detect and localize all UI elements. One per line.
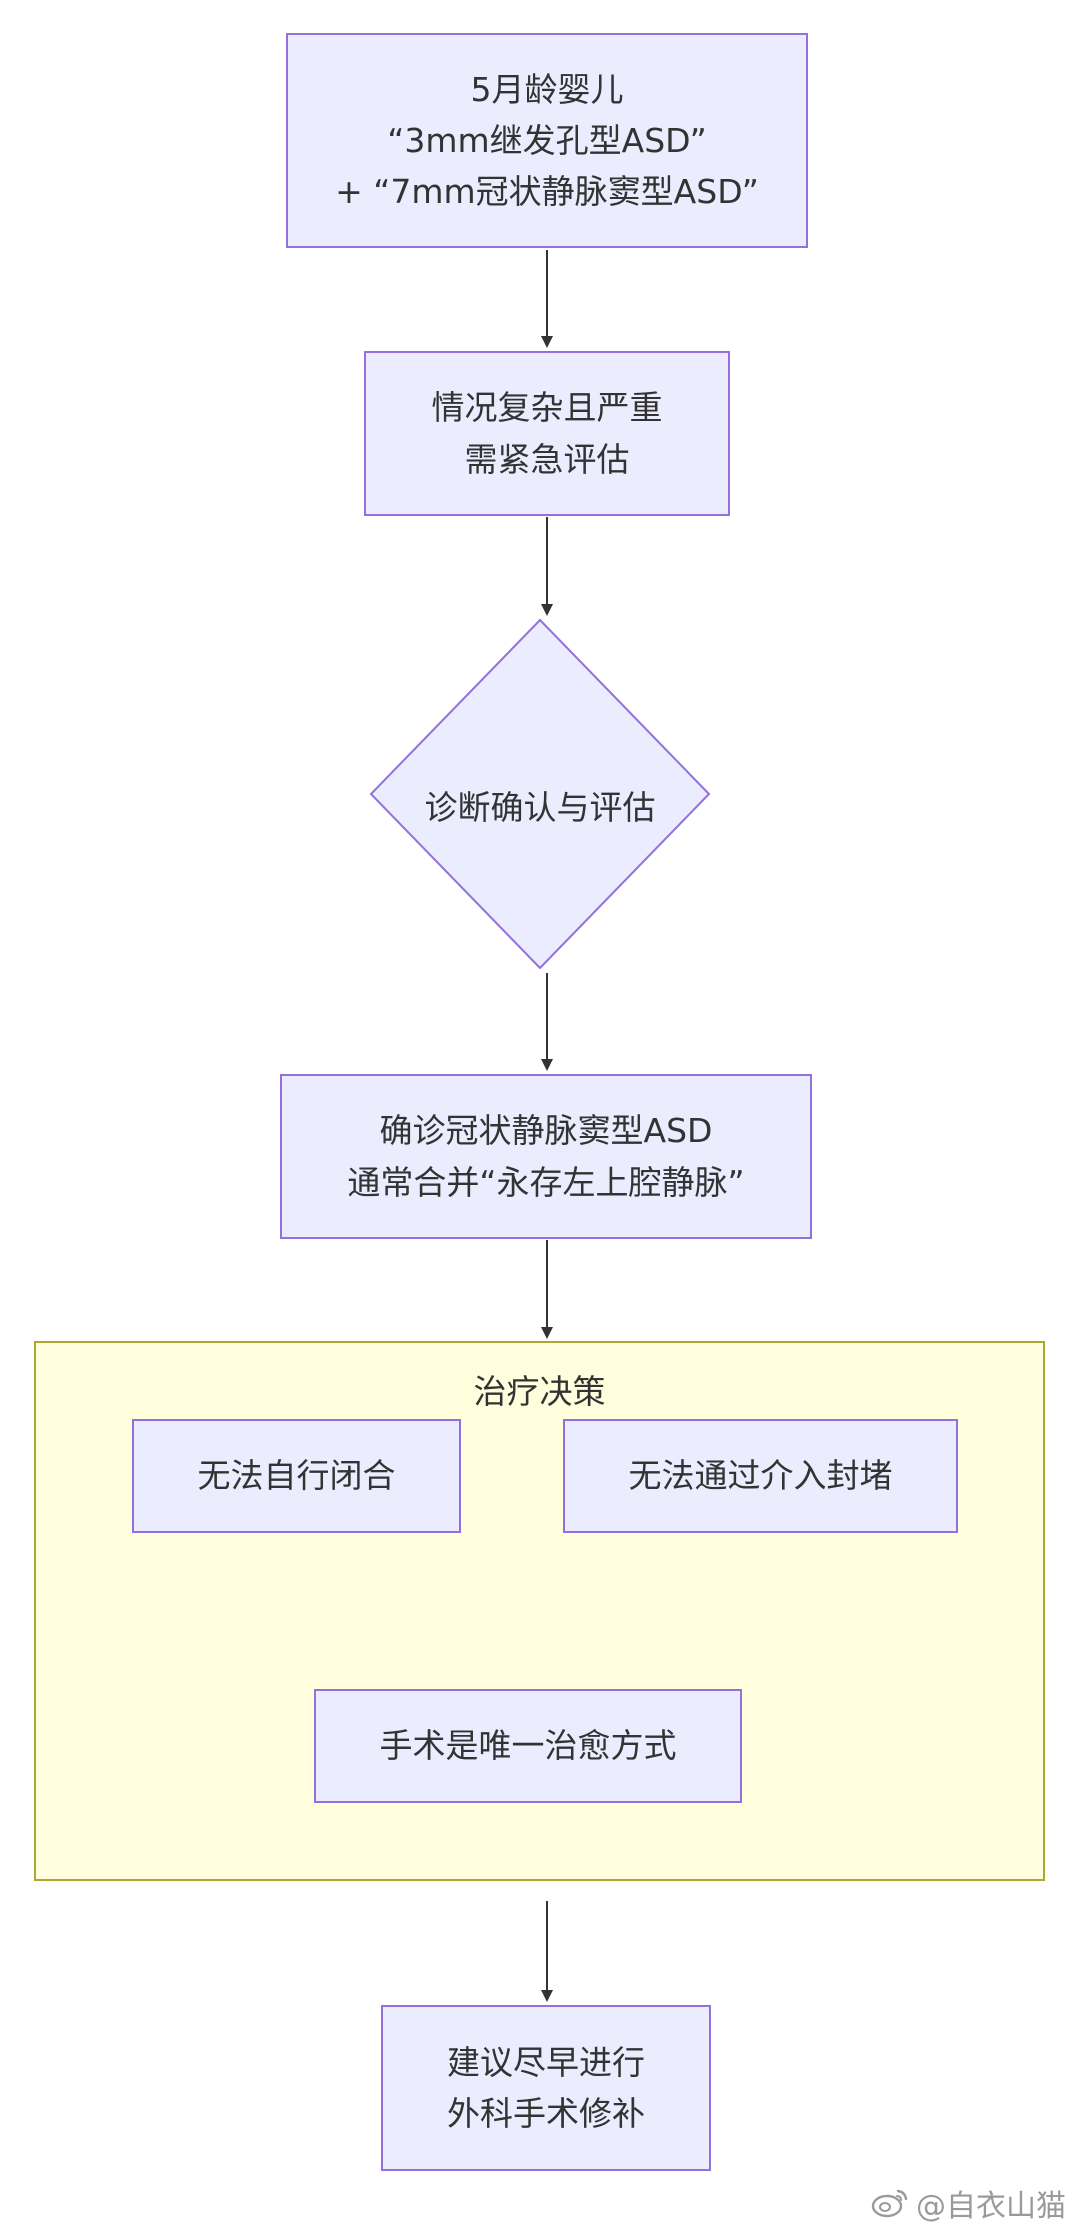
node-diagnose-diamond: [370, 619, 710, 969]
node-cannot-close-label: 无法自行闭合: [197, 1456, 396, 1496]
node-cannot-intervene: 无法通过介入封堵: [563, 1419, 958, 1533]
node-diagnose-label: 诊断确认与评估: [424, 788, 656, 827]
weibo-icon: [871, 2189, 908, 2218]
node-complex-line-2: 需紧急评估: [464, 439, 630, 479]
node-start-line-2: “3mm继发孔型ASD”: [387, 120, 707, 160]
node-recommend-line-2: 外科手术修补: [447, 2094, 645, 2133]
node-recommend-line-1: 建议尽早进行: [447, 2042, 645, 2082]
node-cannot-close: 无法自行闭合: [132, 1419, 461, 1533]
node-cannot-intervene-label: 无法通过介入封堵: [628, 1456, 893, 1496]
node-start-line-1: 5月龄婴儿: [470, 69, 624, 109]
subgraph-title: 治疗决策: [473, 1372, 606, 1411]
watermark-text: @自衣山猫: [916, 2189, 1066, 2224]
watermark: @自衣山猫: [870, 2181, 1066, 2225]
node-confirm-line-1: 确诊冠状静脉窦型ASD: [379, 1111, 713, 1151]
node-confirm-line-2: 通常合并“永存左上腔静脉”: [347, 1162, 745, 1202]
node-surgery-only-label: 手术是唯一治愈方式: [379, 1726, 677, 1766]
node-complex-line-1: 情况复杂且严重: [431, 388, 663, 428]
node-start-line-3: + “7mm冠状静脉窦型ASD”: [335, 172, 759, 212]
node-start: 5月龄婴儿 “3mm继发孔型ASD” + “7mm冠状静脉窦型ASD”: [286, 33, 808, 248]
node-complex: 情况复杂且严重 需紧急评估: [364, 351, 730, 516]
node-surgery-only: 手术是唯一治愈方式: [314, 1689, 742, 1803]
node-confirm: 确诊冠状静脉窦型ASD 通常合并“永存左上腔静脉”: [280, 1074, 812, 1239]
node-recommend: 建议尽早进行 外科手术修补: [381, 2005, 711, 2171]
